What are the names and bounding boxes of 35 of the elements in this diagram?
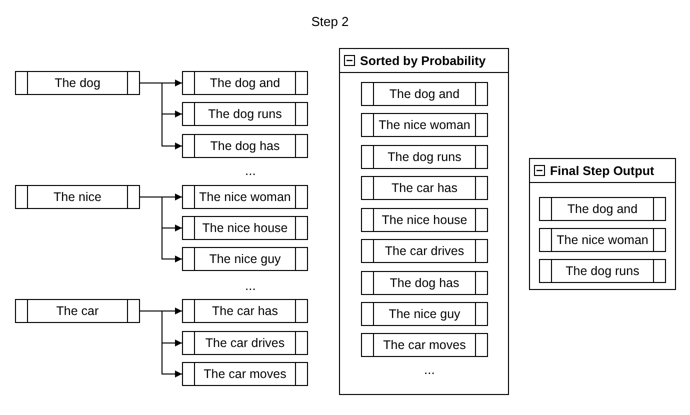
process-box: The car has <box>361 176 488 200</box>
process-box: The car <box>15 299 140 323</box>
container-panel <box>339 48 509 395</box>
process-box: The dog runs <box>182 102 308 126</box>
process-box: The nice woman <box>361 113 488 137</box>
process-box: The dog has <box>361 271 488 295</box>
process-box: The dog runs <box>361 145 488 169</box>
arrow <box>140 310 182 378</box>
process-box: The dog and <box>182 71 308 95</box>
process-box: The dog has <box>182 134 308 158</box>
panel-title: Final Step Output <box>550 164 654 178</box>
process-box: The dog and <box>361 82 488 106</box>
process-box: The nice guy <box>361 302 488 326</box>
ellipsis-text: ... <box>245 278 256 293</box>
arrow <box>140 196 182 262</box>
process-box: The nice guy <box>182 247 308 271</box>
process-box: The dog and <box>539 197 666 221</box>
ellipsis-text: ... <box>424 362 435 377</box>
process-box: The car moves <box>361 333 488 357</box>
process-box: The nice house <box>361 208 488 232</box>
container-panel <box>529 158 676 290</box>
process-box: The car moves <box>182 362 308 386</box>
process-box: The car drives <box>182 331 308 355</box>
process-box: The dog runs <box>539 259 666 283</box>
process-box: The car has <box>182 299 308 323</box>
process-box: The nice house <box>182 216 308 240</box>
process-box: The nice woman <box>539 228 666 252</box>
process-box: The dog <box>15 71 140 95</box>
panel-title: Sorted by Probability <box>360 54 486 68</box>
diagram-title: Step 2 <box>310 14 350 29</box>
ellipsis-text: ... <box>245 163 256 178</box>
process-box: The nice <box>15 185 140 209</box>
process-box: The car drives <box>361 239 488 263</box>
arrow <box>140 82 182 150</box>
process-box: The nice woman <box>182 185 308 209</box>
